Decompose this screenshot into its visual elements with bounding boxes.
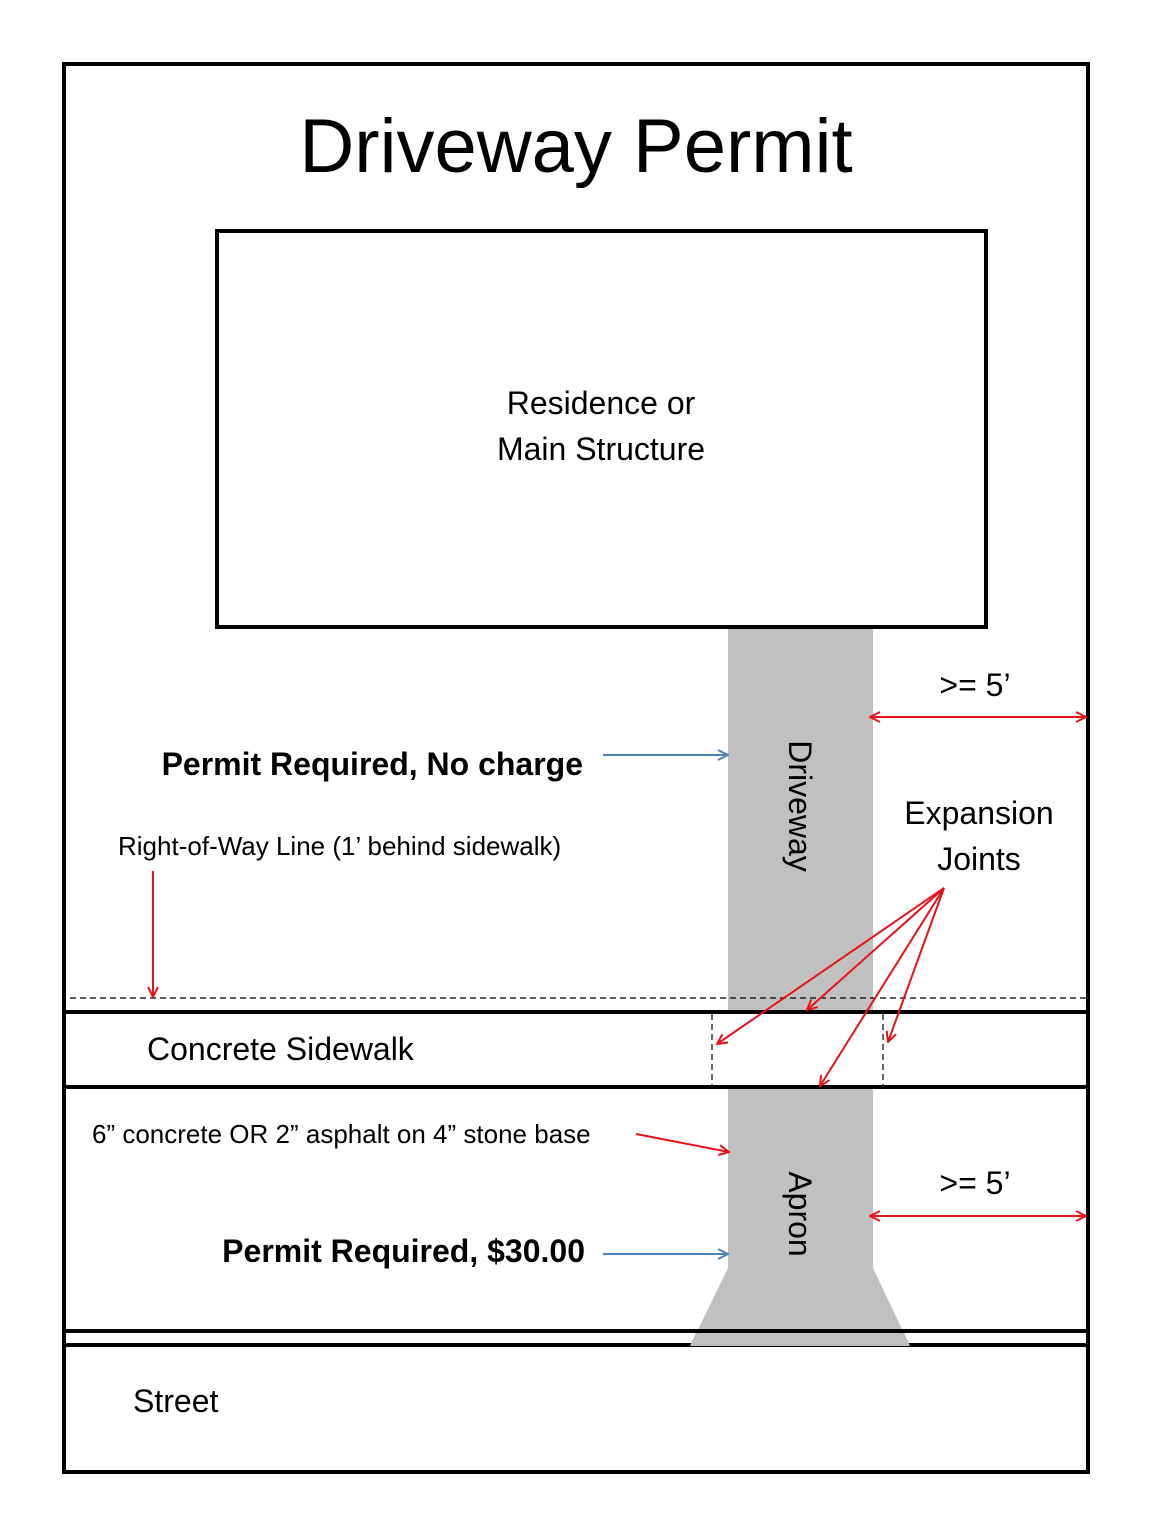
street-label: Street <box>133 1383 218 1419</box>
driveway-label: Driveway <box>782 740 818 872</box>
apron-material-label: 6” concrete OR 2” asphalt on 4” stone ba… <box>92 1119 591 1149</box>
driveway-permit-label: Permit Required, No charge <box>162 746 583 782</box>
sidewalk-label: Concrete Sidewalk <box>147 1031 415 1067</box>
apron-flare-cover <box>690 1333 910 1346</box>
setback-lower-label: >= 5’ <box>939 1165 1010 1201</box>
residence-label-line2: Main Structure <box>497 431 705 467</box>
apron-permit-label: Permit Required, $30.00 <box>222 1233 585 1269</box>
expansion-joint-arrow-3 <box>820 887 945 1086</box>
apron-material-arrow <box>635 1133 729 1152</box>
sidewalk-crossing <box>712 1014 883 1085</box>
outer-frame <box>62 62 1090 1474</box>
expansion-joints-label-line1: Expansion <box>904 795 1053 831</box>
right-of-way-label: Right-of-Way Line (1’ behind sidewalk) <box>118 831 561 861</box>
apron-label: Apron <box>782 1171 818 1256</box>
setback-upper-label: >= 5’ <box>939 667 1010 703</box>
page-title: Driveway Permit <box>299 104 852 189</box>
expansion-joint-arrow-2 <box>807 887 945 1010</box>
residence-label-line1: Residence or <box>507 385 696 421</box>
expansion-joint-arrow-1 <box>717 887 945 1044</box>
expansion-joint-arrow-4 <box>888 887 945 1042</box>
residence-box <box>215 229 988 629</box>
expansion-joints-label-line2: Joints <box>937 841 1021 877</box>
